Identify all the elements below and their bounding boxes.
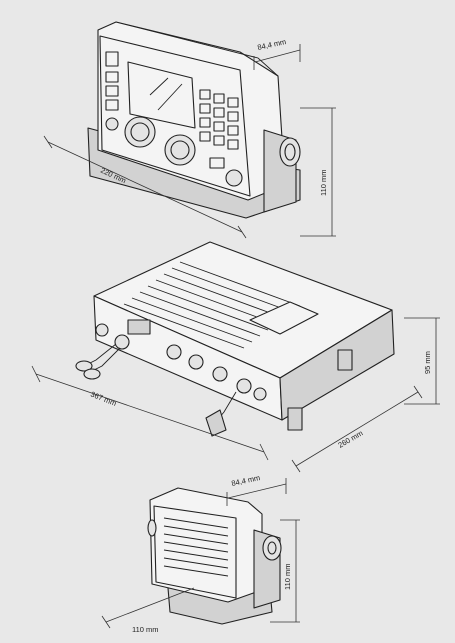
control-unit-height-label: 110 mm — [319, 169, 328, 196]
control-unit-small-knob — [105, 117, 119, 131]
transceiver-height-label: 95 mm — [423, 351, 432, 374]
control-unit-depth-label: 84,4 mm — [257, 37, 287, 52]
transceiver-label-plate — [249, 301, 319, 335]
transceiver-connectors — [95, 319, 267, 401]
transceiver-side-face — [279, 309, 395, 421]
transceiver-width-label: 367 mm — [89, 390, 117, 408]
control-unit-display — [127, 61, 196, 129]
control-unit-button — [105, 85, 119, 97]
speaker-unit-front — [153, 505, 237, 599]
speaker-unit-height-label: 110 mm — [283, 563, 292, 590]
transceiver-box — [75, 241, 395, 437]
control-unit-small-knob — [225, 169, 243, 187]
transceiver-cables — [75, 343, 237, 437]
control-unit-button — [105, 99, 119, 111]
transceiver-depth-label: 260 mm — [337, 428, 365, 449]
speaker-unit-grille — [163, 517, 229, 577]
speaker-unit — [147, 487, 282, 625]
control-unit — [87, 21, 301, 219]
control-unit-keypad — [199, 89, 239, 169]
speaker-unit-depth-label: 84,4 mm — [231, 473, 261, 488]
speaker-unit-width-label: 110 mm — [132, 625, 159, 634]
control-unit-button — [105, 51, 119, 67]
control-unit-button — [105, 71, 119, 83]
transceiver-cooling-fins — [123, 261, 301, 349]
